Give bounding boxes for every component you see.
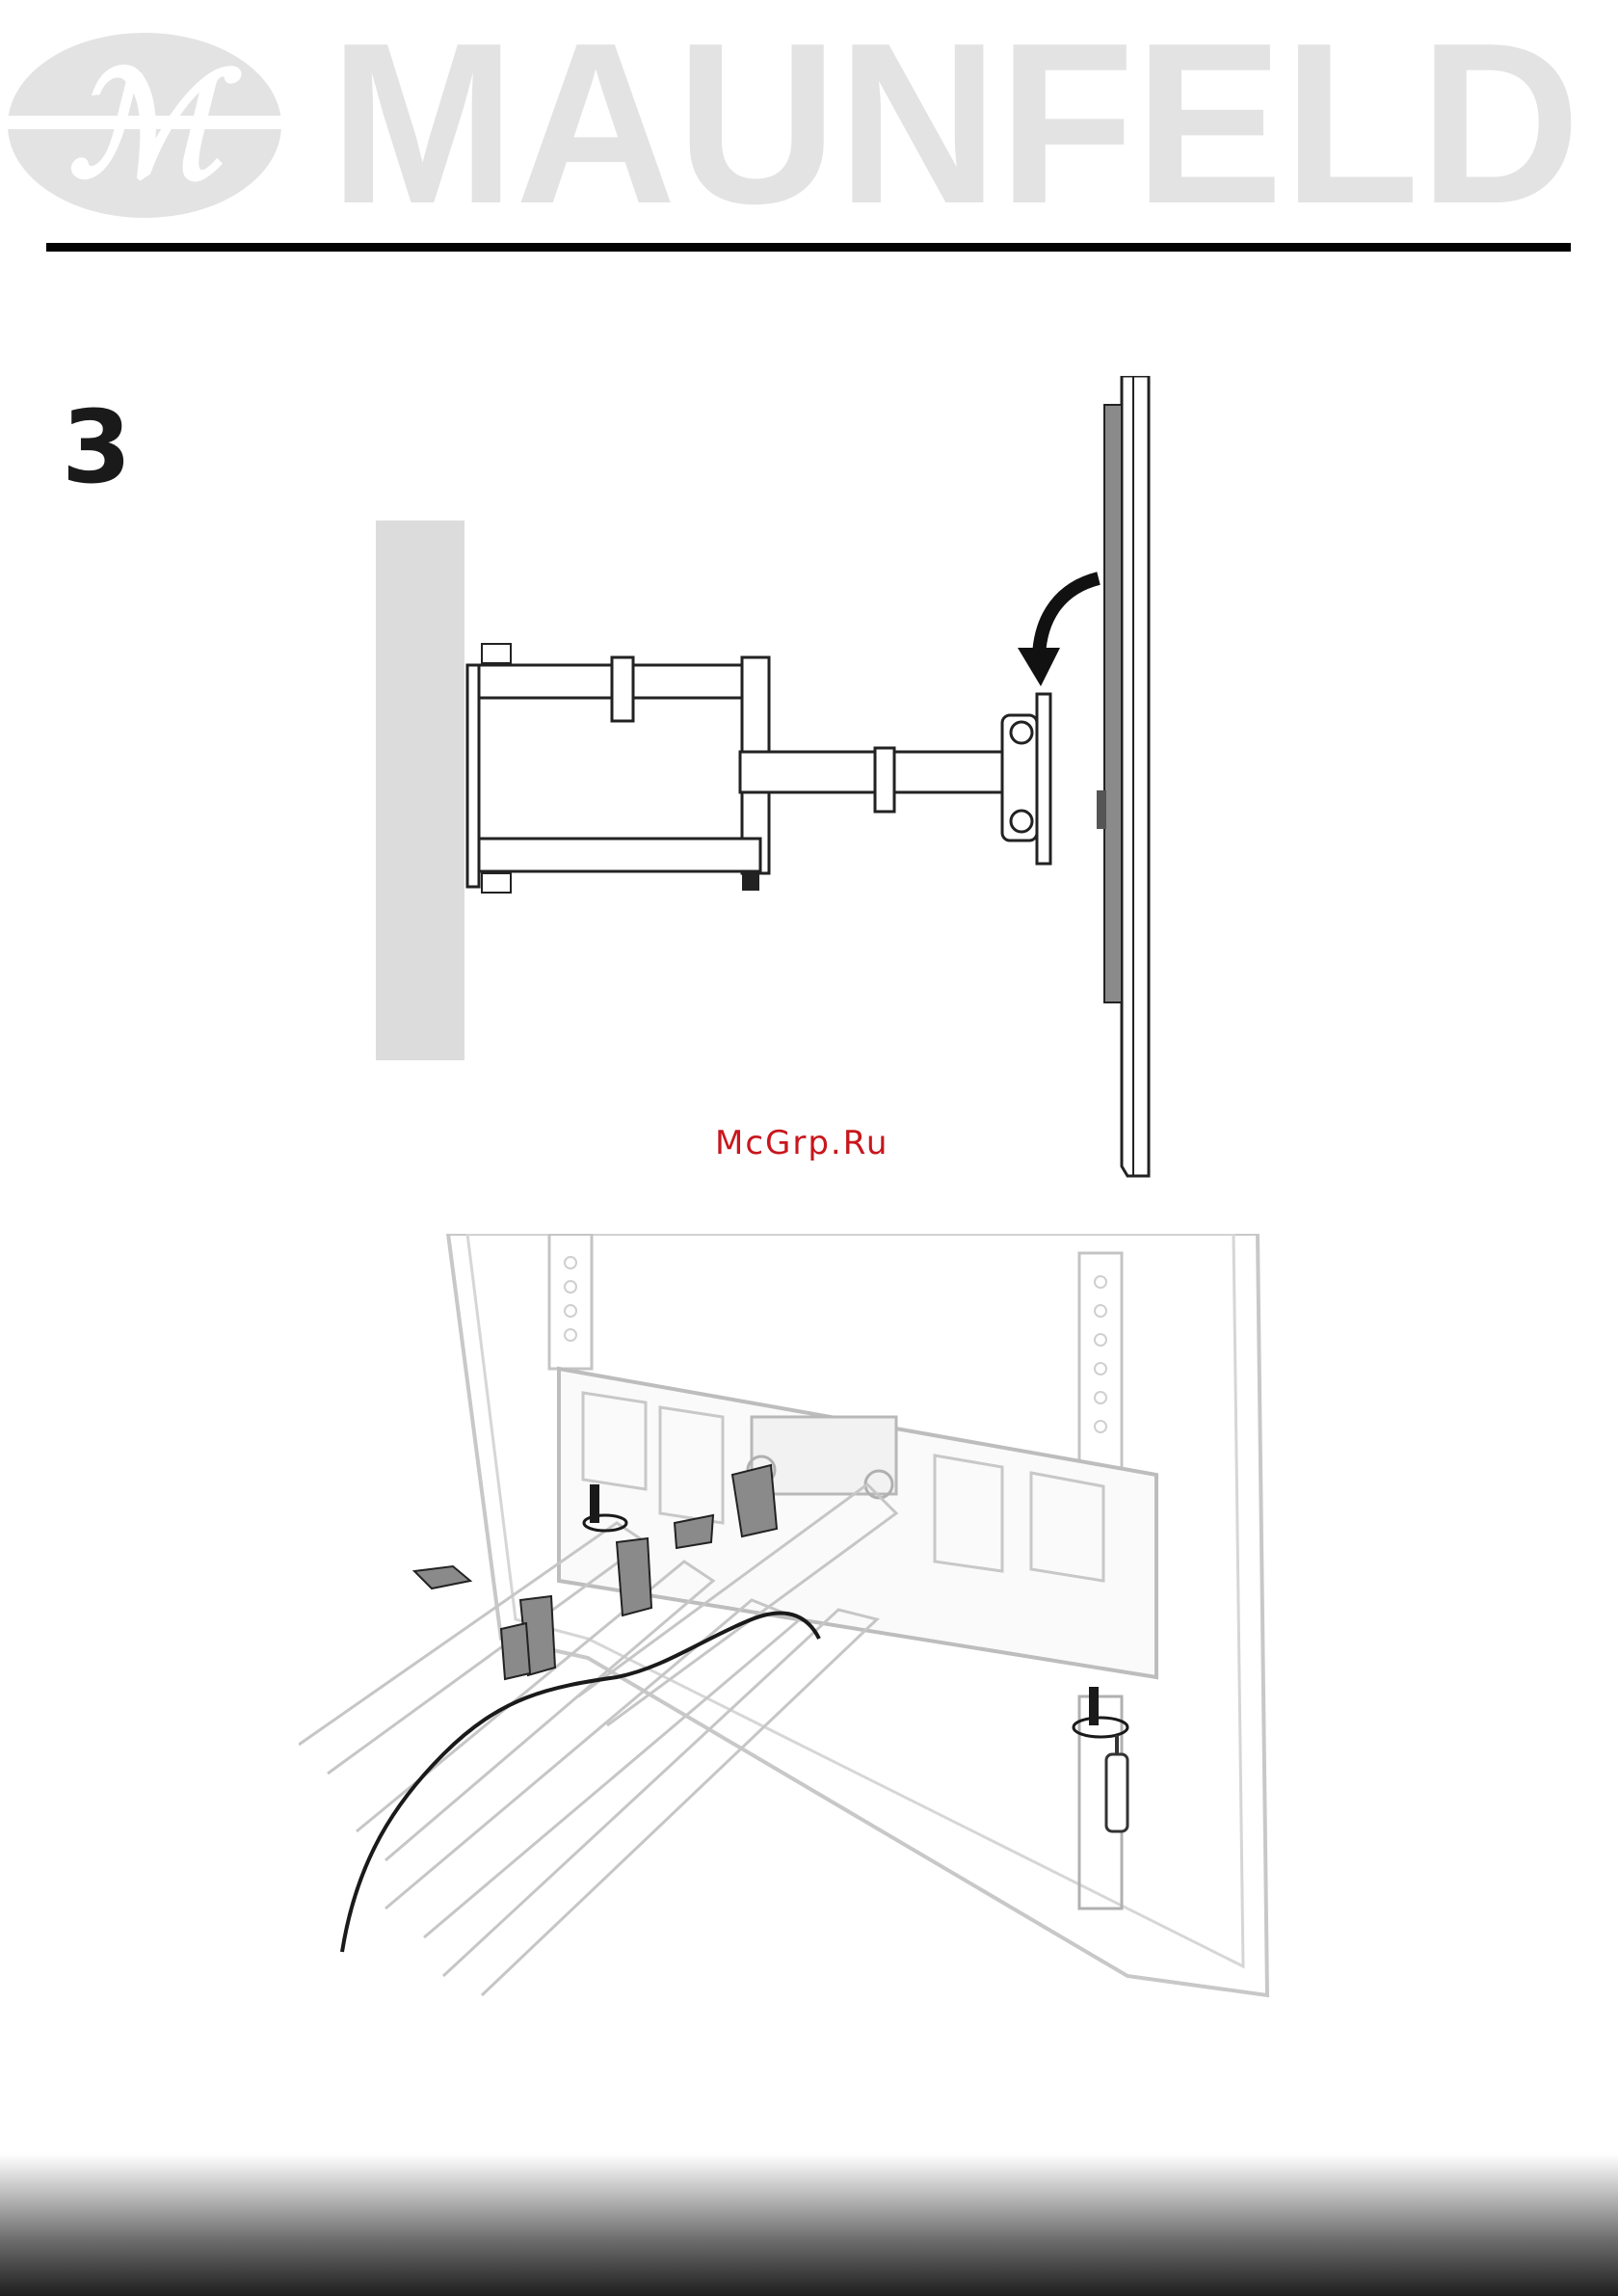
curved-arrow-tilt-icon [1018, 578, 1099, 686]
footer-gradient-band [0, 2154, 1618, 2296]
tv-wall-mount-side-view-diagram [366, 376, 1195, 1205]
maunfeld-logo: ℳ MAUNFELD [0, 19, 1618, 231]
maunfeld-m-emblem-icon: ℳ [0, 33, 289, 218]
step-number: 3 [62, 397, 131, 497]
tv-wall-mount-cable-clips-diagram [299, 1234, 1301, 2005]
cable-management-figure [299, 1234, 1301, 2005]
mount-side-view-figure [366, 376, 1195, 1205]
header-divider [46, 243, 1571, 252]
brand-wordmark: MAUNFELD [330, 19, 1580, 231]
svg-text:ℳ: ℳ [67, 40, 243, 210]
watermark-text: McGrp.Ru [715, 1124, 889, 1162]
brand-header: ℳ MAUNFELD [0, 19, 1618, 231]
